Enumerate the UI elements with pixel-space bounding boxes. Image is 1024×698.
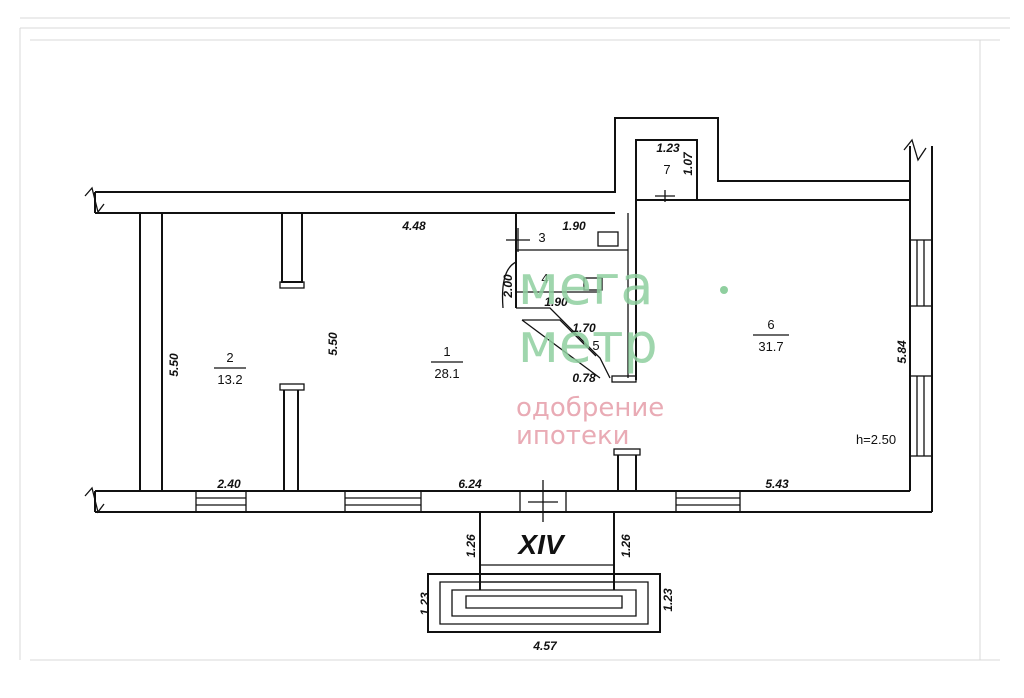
- dim-steps-width: 4.57: [532, 639, 558, 653]
- room-2-area: 13.2: [217, 372, 242, 387]
- room-2-number: 2: [226, 350, 233, 365]
- dim-porch-left: 1.26: [464, 534, 478, 558]
- dimension-labels: 4.48 5.50 5.50 1.90 2.00 1.90 1.70 0.78 …: [167, 141, 909, 653]
- room-1-area: 28.1: [434, 366, 459, 381]
- room-labels: 2 13.2 1 28.1 6 31.7 3 4 5 7: [214, 162, 789, 387]
- dim-room1-height: 5.50: [326, 332, 340, 356]
- dim-bottom-room6: 5.43: [765, 477, 789, 491]
- watermark-logo-line1: мега: [518, 254, 653, 317]
- dim-room4-width: 1.90: [544, 295, 568, 309]
- windows: [195, 239, 933, 513]
- dim-room5-small: 0.78: [572, 371, 596, 385]
- dim-room5-width: 1.70: [572, 321, 596, 335]
- room-7-number: 7: [663, 162, 670, 177]
- room-3-number: 3: [538, 230, 545, 245]
- watermark-caption-line2: ипотеки: [516, 421, 630, 451]
- watermark-logo-line2: метр: [518, 312, 658, 375]
- room-5-number: 5: [592, 338, 599, 353]
- dim-room4-height: 2.00: [501, 274, 515, 299]
- dim-bottom-room1: 6.24: [458, 477, 482, 491]
- dim-porch-right: 1.26: [619, 534, 633, 558]
- walls: [84, 117, 933, 514]
- room-6-number: 6: [767, 317, 774, 332]
- room-4-number: 4: [541, 271, 548, 286]
- watermark: мега метр одобрение ипотеки: [516, 254, 728, 451]
- room-1-number: 1: [443, 344, 450, 359]
- section-label: XIV: [516, 529, 565, 560]
- dim-top-room1: 4.48: [401, 219, 426, 233]
- background-guides: [19, 17, 1010, 661]
- dim-room3-width: 1.90: [562, 219, 586, 233]
- dim-room2-height: 5.50: [167, 353, 181, 377]
- watermark-caption-line1: одобрение: [516, 393, 664, 423]
- entrance: [427, 480, 661, 633]
- dim-room7-height: 1.07: [681, 151, 695, 176]
- dim-steps-left: 1.23: [418, 592, 432, 616]
- dim-bottom-room2: 2.40: [216, 477, 241, 491]
- ceiling-height: h=2.50: [856, 432, 896, 447]
- dim-room6-height: 5.84: [895, 340, 909, 364]
- room-6-area: 31.7: [758, 339, 783, 354]
- dim-steps-right: 1.23: [661, 588, 675, 612]
- watermark-dot: [720, 286, 728, 294]
- dim-room7-width: 1.23: [656, 141, 680, 155]
